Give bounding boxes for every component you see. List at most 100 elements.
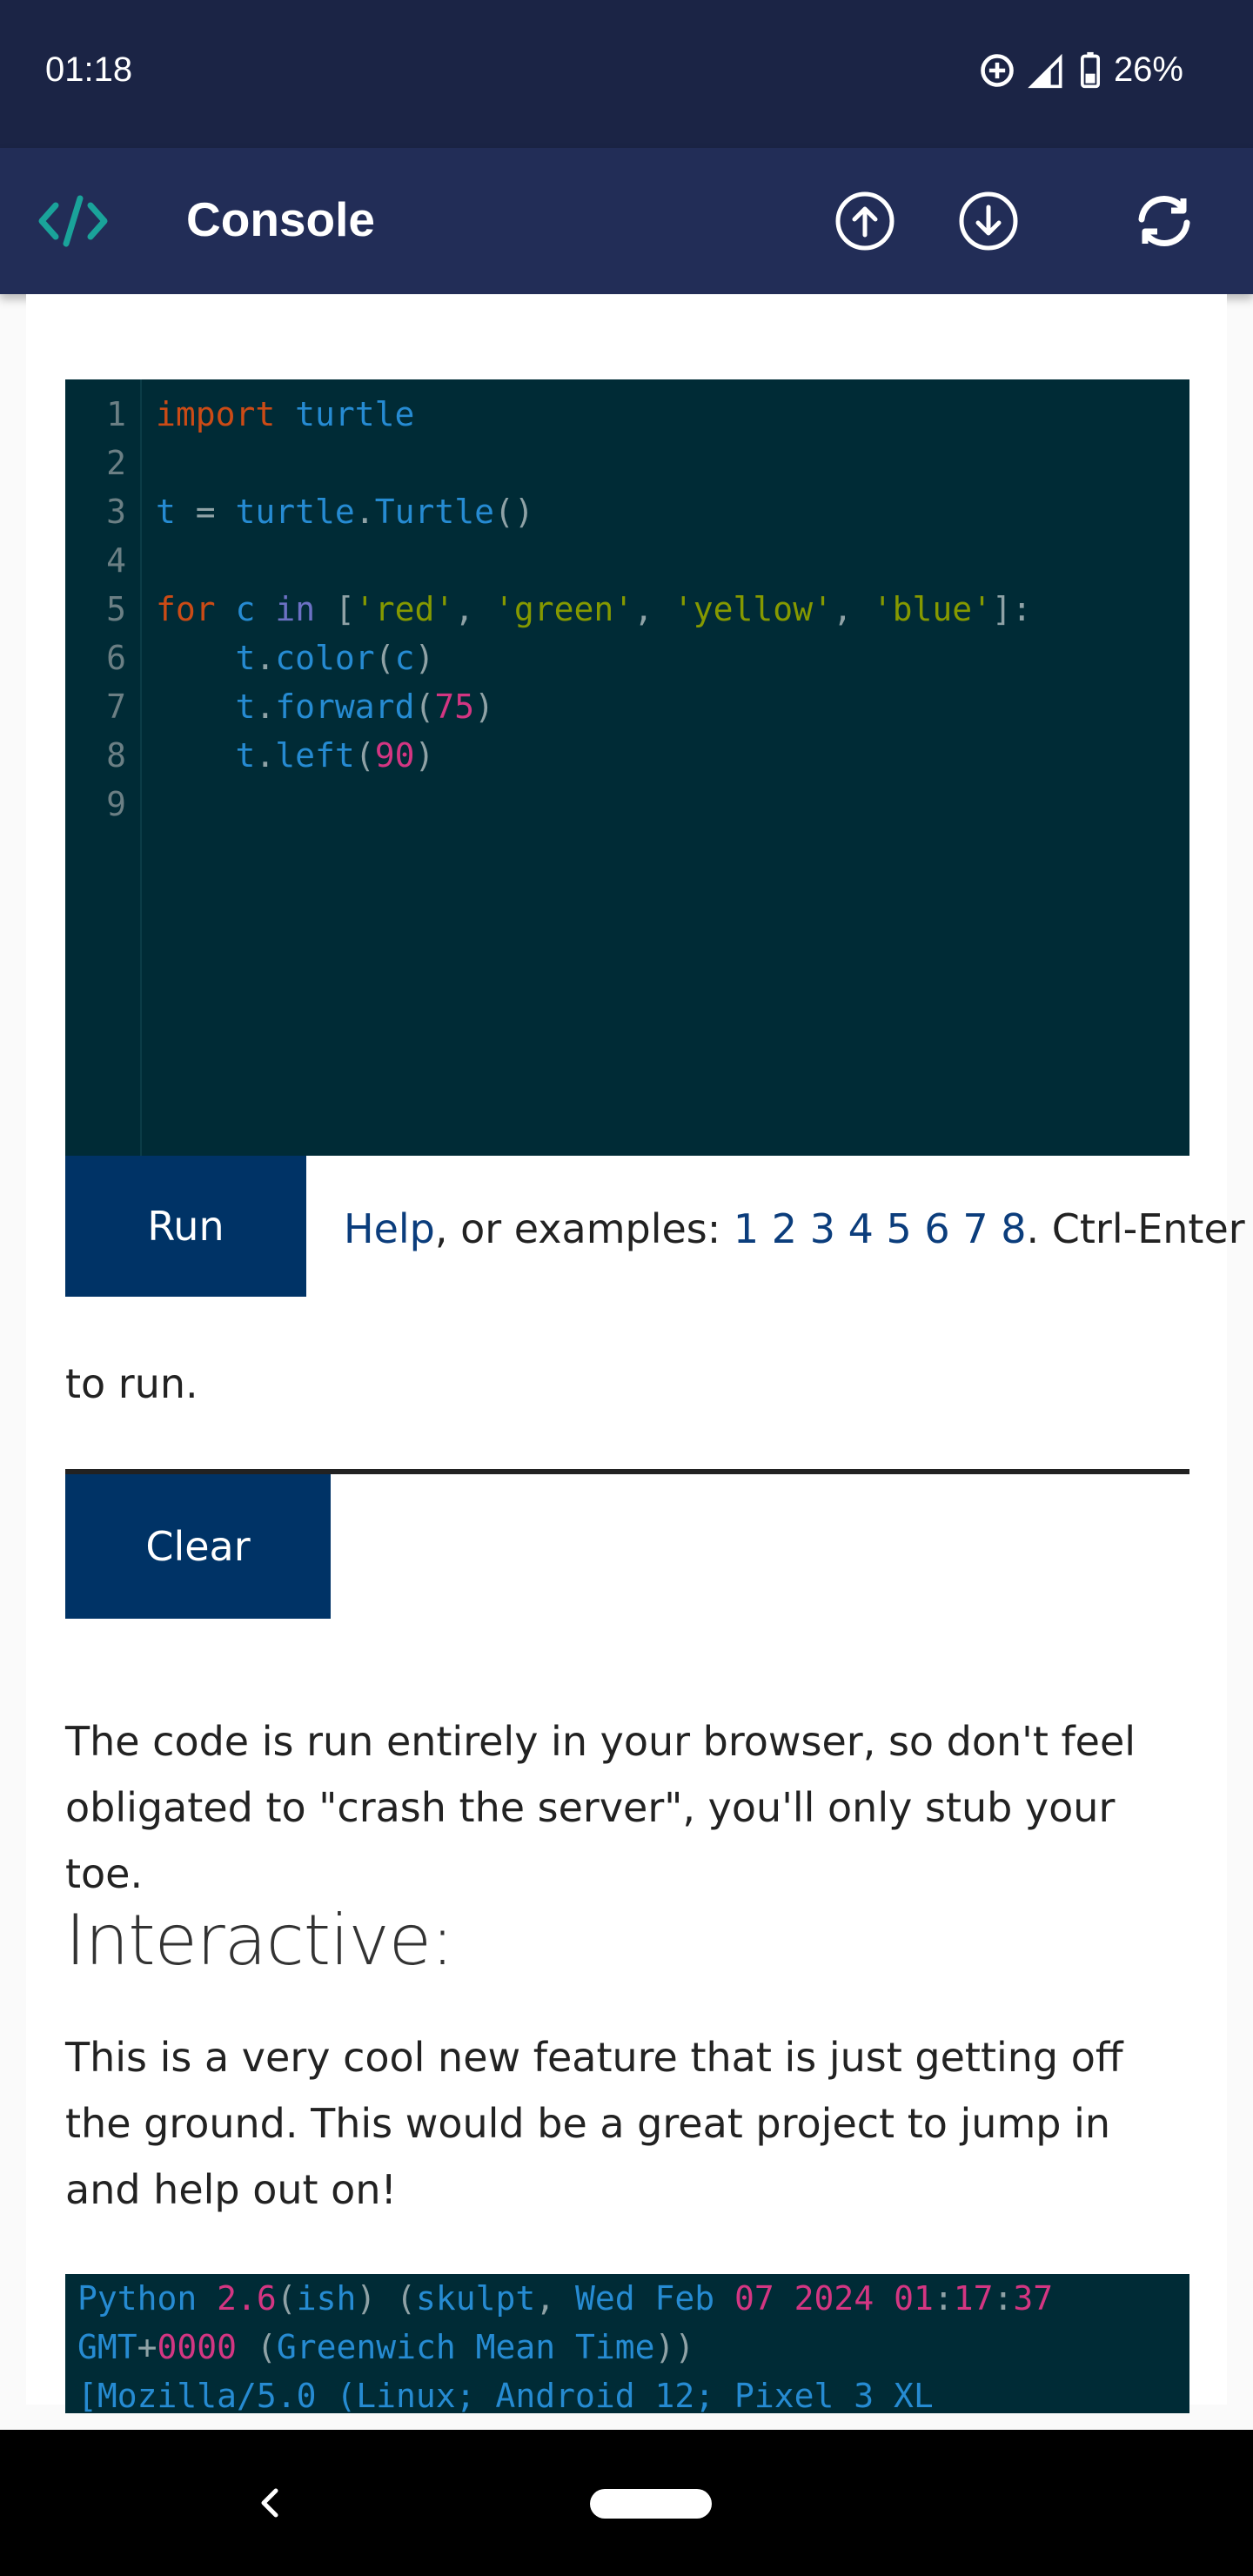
code-token: ) ( <box>356 2279 416 2318</box>
sync-icon[interactable] <box>1129 186 1199 256</box>
code-token: ish <box>296 2279 357 2318</box>
code-token: 07 2024 <box>734 2279 874 2318</box>
code-line <box>156 536 1032 585</box>
code-token <box>874 2279 894 2318</box>
code-token: left <box>275 736 355 775</box>
app-bar: Console <box>0 148 1253 294</box>
paragraph-browser: The code is run entirely in your browser… <box>65 1718 1136 1897</box>
line-number: 2 <box>106 444 126 482</box>
ctrl-enter-text: . Ctrl-Enter <box>1026 1205 1245 1252</box>
code-token: c <box>235 590 256 628</box>
code-token: , <box>454 590 494 628</box>
code-token: ) <box>474 688 494 726</box>
code-icon[interactable] <box>37 190 110 252</box>
code-token: 37 <box>1013 2279 1054 2318</box>
code-token: ( <box>374 639 395 677</box>
code-token: 75 <box>434 688 475 726</box>
line-number: 9 <box>106 785 126 823</box>
code-lines[interactable]: import turtle t = turtle.Turtle() for c … <box>156 390 1032 828</box>
code-token <box>255 590 275 628</box>
code-token: : <box>993 2279 1014 2318</box>
battery-percent: 26% <box>1113 50 1183 89</box>
code-token: = <box>175 493 236 531</box>
code-token: Greenwich Mean Time <box>276 2328 655 2366</box>
code-line: for c in ['red', 'green', 'yellow', 'blu… <box>156 585 1032 634</box>
line-number: 1 <box>106 395 126 433</box>
code-token: , <box>832 590 873 628</box>
code-token: () <box>493 493 534 531</box>
example-link-3[interactable]: 3 <box>809 1205 835 1252</box>
code-token: ) <box>414 639 435 677</box>
line-number: 6 <box>106 639 126 677</box>
code-token: 01 <box>894 2279 934 2318</box>
code-token: , <box>633 590 673 628</box>
code-token: . <box>255 639 276 677</box>
line-number: 5 <box>106 590 126 628</box>
paragraph-interactive: This is a very cool new feature that is … <box>65 2034 1123 2213</box>
code-token: t <box>235 736 256 775</box>
status-icons: 26% <box>978 50 1183 90</box>
code-token: ) <box>414 736 435 775</box>
examples-links: 1 2 3 4 5 6 7 8 <box>734 1205 1027 1252</box>
help-link[interactable]: Help <box>344 1205 435 1252</box>
console-line: [Mozilla/5.0 (Linux; Android 12; Pixel 3… <box>65 2371 1189 2420</box>
code-token: Wed Feb <box>575 2279 735 2318</box>
line-number: 7 <box>106 688 126 726</box>
example-link-7[interactable]: 7 <box>962 1205 988 1252</box>
run-button[interactable]: Run <box>65 1156 306 1297</box>
interactive-console[interactable]: Python 2.6(ish) (skulpt, Wed Feb 07 2024… <box>65 2274 1189 2415</box>
example-link-6[interactable]: 6 <box>924 1205 950 1252</box>
code-line: t.color(c) <box>156 634 1032 682</box>
code-token: t <box>235 688 256 726</box>
code-token: , <box>535 2279 576 2318</box>
example-link-8[interactable]: 8 <box>1001 1205 1027 1252</box>
code-token: 17 <box>953 2279 994 2318</box>
code-token: turtle <box>295 395 415 433</box>
code-token: 'yellow' <box>673 590 833 628</box>
code-token: ( <box>276 2279 297 2318</box>
code-token: c <box>394 639 415 677</box>
code-token: 90 <box>374 736 415 775</box>
code-token: [Mozilla/5.0 (Linux; Android 12; Pixel 3… <box>77 2377 934 2415</box>
back-icon[interactable] <box>248 2479 291 2527</box>
divider <box>65 1469 1189 1474</box>
code-line: import turtle <box>156 390 1032 439</box>
example-link-5[interactable]: 5 <box>886 1205 912 1252</box>
example-link-4[interactable]: 4 <box>848 1205 874 1252</box>
data-saver-icon <box>981 53 1014 87</box>
line-number: 8 <box>106 736 126 775</box>
code-token: . <box>255 736 276 775</box>
code-token: . <box>354 493 375 531</box>
line-number: 3 <box>106 493 126 531</box>
code-token <box>275 395 295 433</box>
code-line: t.forward(75) <box>156 682 1032 731</box>
home-pill[interactable] <box>590 2489 712 2519</box>
code-line <box>156 439 1032 487</box>
code-line: t = turtle.Turtle() <box>156 487 1032 536</box>
code-token: t <box>235 639 256 677</box>
battery-icon <box>1080 51 1100 88</box>
examples-label: , or examples: <box>434 1205 734 1252</box>
code-token: . <box>255 688 276 726</box>
code-line <box>156 780 1032 828</box>
code-line: t.left(90) <box>156 731 1032 780</box>
code-token: [ <box>315 590 355 628</box>
code-token: 'green' <box>494 590 634 628</box>
code-token <box>216 590 236 628</box>
example-link-2[interactable]: 2 <box>771 1205 798 1252</box>
code-token: color <box>275 639 375 677</box>
code-token <box>156 688 236 726</box>
code-token: ( <box>354 736 375 775</box>
example-link-1[interactable]: 1 <box>733 1205 760 1252</box>
code-token: skulpt <box>415 2279 536 2318</box>
download-icon[interactable] <box>954 186 1023 256</box>
to-run-text: to run. <box>65 1360 198 1407</box>
clear-button[interactable]: Clear <box>65 1474 331 1619</box>
code-token <box>156 639 236 677</box>
code-token: turtle <box>235 493 355 531</box>
code-token: Turtle <box>374 493 494 531</box>
upload-icon[interactable] <box>830 186 900 256</box>
code-token: )) <box>654 2328 695 2366</box>
